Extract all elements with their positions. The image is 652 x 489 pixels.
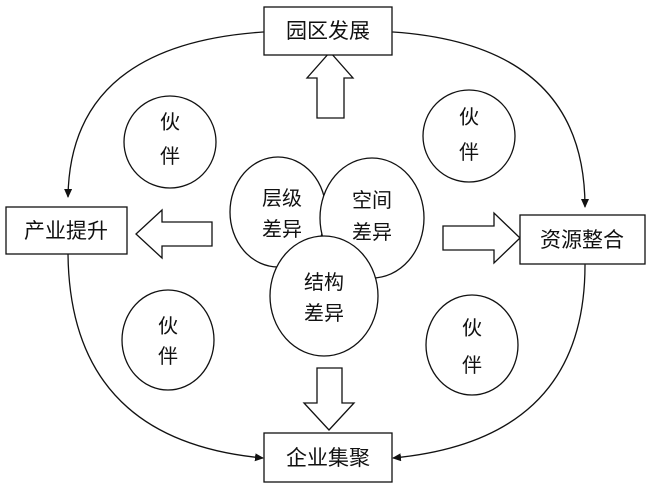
box-industry-upgrade-label: 产业提升 <box>24 219 108 243</box>
box-park-development: 园区发展 <box>263 6 393 56</box>
block-arrow-up <box>305 51 355 119</box>
box-resource-integration-label: 资源整合 <box>540 228 624 252</box>
arc-right-to-bottom <box>392 256 590 462</box>
circle-structure-difference: 结构 差异 <box>269 235 379 357</box>
spatial-difference-line2: 差异 <box>352 220 392 244</box>
arc-left-to-bottom <box>63 245 264 462</box>
partner-top-right-line2: 伴 <box>459 140 479 164</box>
structure-difference-line1: 结构 <box>304 270 344 294</box>
block-arrow-right <box>442 211 521 265</box>
box-enterprise-cluster: 企业集聚 <box>263 432 393 483</box>
block-arrow-down <box>302 367 356 431</box>
box-park-development-label: 园区发展 <box>286 19 370 43</box>
partner-bottom-left: 伙 伴 <box>121 289 215 391</box>
box-resource-integration: 资源整合 <box>519 214 646 265</box>
partner-top-right: 伙 伴 <box>422 89 516 183</box>
partner-top-left-line1: 伙 <box>160 110 180 134</box>
partner-bottom-right: 伙 伴 <box>425 294 519 396</box>
box-enterprise-cluster-label: 企业集聚 <box>286 446 370 470</box>
partner-bottom-left-line2: 伴 <box>158 344 178 368</box>
level-difference-line2: 差异 <box>262 217 302 241</box>
circle-level-difference: 层级 差异 <box>229 156 327 268</box>
box-industry-upgrade: 产业提升 <box>5 206 128 255</box>
level-difference-line1: 层级 <box>262 186 302 210</box>
spatial-difference-line1: 空间 <box>352 188 392 212</box>
partner-top-left-line2: 伴 <box>160 144 180 168</box>
partner-bottom-right-line1: 伙 <box>462 316 482 340</box>
arc-top-to-right <box>384 27 589 208</box>
partner-top-right-line1: 伙 <box>459 105 479 129</box>
partner-top-left: 伙 伴 <box>123 95 217 189</box>
block-arrow-left <box>135 208 213 260</box>
arc-top-to-left <box>64 27 272 198</box>
partner-bottom-right-line2: 伴 <box>462 353 482 377</box>
partner-bottom-left-line1: 伙 <box>158 314 178 338</box>
structure-difference-line2: 差异 <box>304 301 344 325</box>
